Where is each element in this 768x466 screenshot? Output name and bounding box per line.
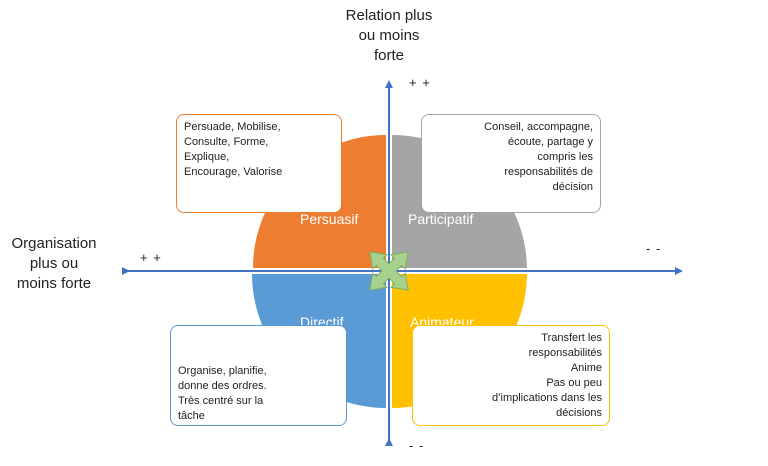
description-line: décisions	[556, 407, 602, 419]
description-line: responsabilités	[528, 347, 602, 359]
description-line: Organise, planifie,	[178, 365, 267, 377]
description-line: écoute, partage y	[507, 136, 593, 148]
horizontal-axis-title-line: plus ou	[29, 255, 79, 272]
persuasif-label: Persuasif	[300, 211, 359, 227]
vertical-axis-title-line: Relation plus	[345, 7, 433, 24]
horizontal-left-mark: + +	[140, 250, 162, 265]
description-line: Consulte, Forme,	[184, 136, 269, 148]
persuasif-description-box: Persuade, Mobilise, Consulte, Forme, Exp…	[176, 114, 342, 213]
horizontal-right-mark: - -	[646, 241, 662, 256]
description-line: Encourage, Valorise	[184, 166, 283, 178]
directif-description-box: Organise, planifie, donne des ordres. Tr…	[170, 325, 347, 426]
description-line: tâche	[178, 410, 205, 422]
vertical-axis-title: Relation plus ou moins forte	[321, 6, 457, 66]
horizontal-axis-title: Organisation plus ou moins forte	[2, 234, 106, 294]
description-line: Pas ou peu	[546, 377, 602, 389]
description-line: donne des ordres.	[178, 380, 267, 392]
description-line: Persuade, Mobilise,	[184, 121, 281, 133]
vertical-top-mark: + +	[409, 75, 431, 90]
participatif-label: Participatif	[408, 211, 474, 227]
description-line: responsabilités de	[504, 166, 593, 178]
horizontal-axis-title-line: moins forte	[16, 275, 92, 292]
description-line: décision	[552, 181, 593, 193]
vertical-bottom-mark: - -	[409, 438, 425, 453]
center-arrows-icon	[369, 251, 409, 291]
vertical-axis-title-line: ou moins	[358, 27, 420, 44]
animateur-description-box: Transfert les responsabilités Anime Pas …	[412, 325, 610, 426]
description-line: d’implications dans les	[491, 392, 602, 404]
description-line: compris les	[537, 151, 593, 163]
description-line: Conseil, accompagne,	[484, 121, 593, 133]
description-line: Transfert les	[541, 332, 602, 344]
description-line: Très centré sur la	[178, 395, 264, 407]
vertical-axis-title-line: forte	[373, 47, 404, 64]
participatif-description-box: Conseil, accompagne, écoute, partage y c…	[421, 114, 601, 213]
description-line: Anime	[570, 362, 602, 374]
horizontal-axis-title-line: Organisation	[11, 235, 97, 252]
description-line: Explique,	[184, 151, 230, 163]
